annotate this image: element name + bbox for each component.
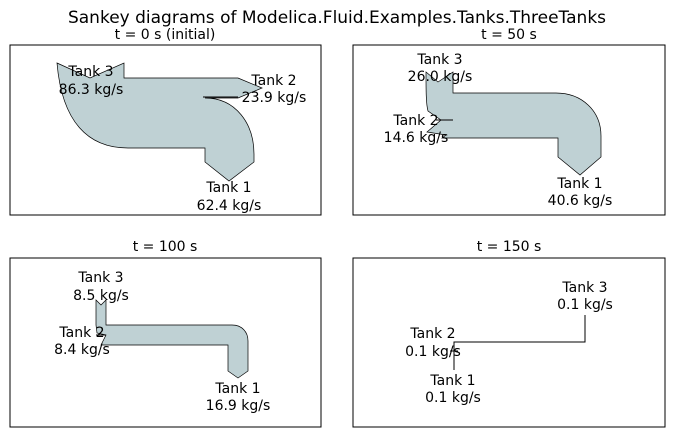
flow-label-name: Tank 2 bbox=[250, 73, 296, 89]
flow-label-name: Tank 3 bbox=[561, 280, 607, 296]
sankey-flow-shape bbox=[425, 71, 602, 176]
sankey-flow-shape bbox=[95, 299, 249, 379]
panel-t50: t = 50 s Tank 3 26.0 kg/s Tank 2 14.6 kg… bbox=[352, 27, 666, 216]
flow-label-name: Tank 2 bbox=[58, 325, 104, 341]
sankey-flow-line bbox=[453, 315, 586, 370]
flow-label-value: 16.9 kg/s bbox=[206, 398, 271, 414]
flow-label-name: Tank 3 bbox=[416, 52, 462, 68]
flow-label-value: 0.1 kg/s bbox=[425, 390, 481, 406]
flow-label-name: Tank 3 bbox=[67, 64, 113, 80]
flow-label-value: 26.0 kg/s bbox=[408, 69, 473, 85]
panel-t0: t = 0 s (initial) Tank 3 86.3 kg/s Tank … bbox=[9, 27, 322, 216]
flow-label-value: 8.4 kg/s bbox=[54, 342, 110, 358]
panel-title: t = 150 s bbox=[477, 239, 542, 255]
panel-t100: t = 100 s Tank 3 8.5 kg/s Tank 2 8.4 kg/… bbox=[9, 239, 322, 428]
flow-label-name: Tank 2 bbox=[392, 113, 438, 129]
flow-label-name: Tank 1 bbox=[214, 381, 260, 397]
flow-label-value: 8.5 kg/s bbox=[73, 288, 129, 304]
figure-title: Sankey diagrams of Modelica.Fluid.Exampl… bbox=[68, 8, 606, 28]
panel-title: t = 50 s bbox=[481, 27, 537, 43]
flow-label-value: 0.1 kg/s bbox=[405, 344, 461, 360]
flow-label-name: Tank 1 bbox=[556, 176, 602, 192]
flow-label-value: 14.6 kg/s bbox=[384, 130, 449, 146]
flow-label-value: 0.1 kg/s bbox=[557, 297, 613, 313]
flow-label-value: 86.3 kg/s bbox=[59, 82, 124, 98]
sankey-flow-shape bbox=[56, 62, 263, 182]
flow-label-name: Tank 1 bbox=[205, 180, 251, 196]
panel-frame bbox=[352, 44, 666, 216]
flow-label-value: 40.6 kg/s bbox=[548, 193, 613, 209]
flow-label-name: Tank 1 bbox=[429, 373, 475, 389]
flow-label-value: 62.4 kg/s bbox=[197, 198, 262, 214]
panel-t150: t = 150 s Tank 3 0.1 kg/s Tank 2 0.1 kg/… bbox=[352, 239, 666, 428]
panel-frame bbox=[9, 44, 322, 216]
panel-title: t = 0 s (initial) bbox=[115, 27, 216, 43]
panel-frame bbox=[9, 257, 322, 428]
panel-title: t = 100 s bbox=[133, 239, 198, 255]
flow-label-name: Tank 2 bbox=[409, 326, 455, 342]
panel-frame bbox=[352, 257, 666, 428]
flow-label-name: Tank 3 bbox=[77, 270, 123, 286]
flow-label-value: 23.9 kg/s bbox=[242, 90, 307, 106]
